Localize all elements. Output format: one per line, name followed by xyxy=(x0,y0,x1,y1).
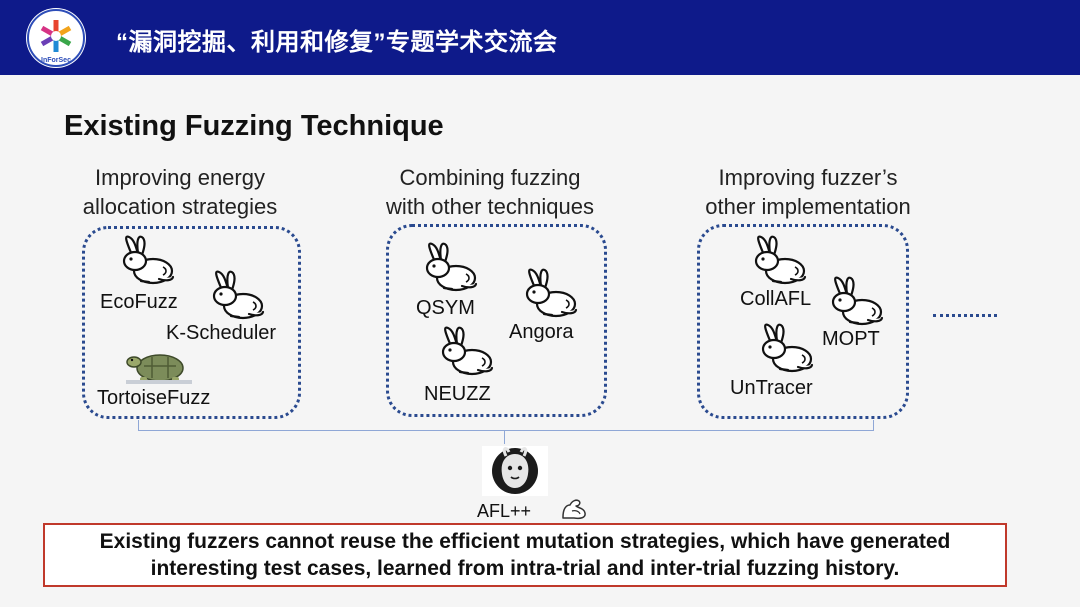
group-box-implementation xyxy=(697,224,909,419)
rabbit-icon xyxy=(756,323,816,375)
more-ellipsis xyxy=(933,314,997,317)
header-bar: InForSec “漏洞挖掘、利用和修复”专题学术交流会 xyxy=(0,0,1080,75)
rabbit-icon xyxy=(207,270,267,322)
technique-collafl: CollAFL xyxy=(740,288,812,310)
slide-title: Existing Fuzzing Technique xyxy=(64,110,444,142)
technique-ecofuzz: EcoFuzz xyxy=(100,291,178,313)
technique-mopt: MOPT xyxy=(822,328,880,350)
group-box-energy xyxy=(82,226,301,419)
rabbit-icon xyxy=(117,235,177,287)
conclusion-callout: Existing fuzzers cannot reuse the effici… xyxy=(43,523,1007,587)
technique-qsym: QSYM xyxy=(416,297,475,319)
rabbit-icon xyxy=(436,326,496,378)
rabbit-icon xyxy=(826,276,886,328)
technique-k-scheduler: K-Scheduler xyxy=(166,322,277,344)
group-heading-implementation: Improving fuzzer’s other implementation xyxy=(676,163,940,221)
logo-text: InForSec xyxy=(41,57,71,64)
group-heading-combining: Combining fuzzing with other techniques xyxy=(360,163,620,221)
afl-rabbit-logo xyxy=(482,446,548,496)
group-heading-energy: Improving energy allocation strategies xyxy=(60,163,300,221)
heading-line: other implementation xyxy=(705,194,911,219)
turtle-icon xyxy=(126,354,192,384)
rabbit-icon xyxy=(420,242,480,294)
flexed-arm-icon xyxy=(562,499,586,520)
header-title: “漏洞挖掘、利用和修复”专题学术交流会 xyxy=(116,29,558,56)
heading-line: Improving fuzzer’s xyxy=(718,165,898,190)
heading-line: Improving energy xyxy=(95,165,265,190)
bracket-stem xyxy=(504,430,505,444)
heading-line: allocation strategies xyxy=(82,194,278,219)
group-box-combining xyxy=(386,224,607,417)
afl-plusplus-label: AFL++ xyxy=(477,501,532,521)
rabbit-icon xyxy=(520,268,580,320)
grouping-bracket xyxy=(138,420,874,431)
callout-line-2: interesting test cases, learned from int… xyxy=(150,557,900,580)
heading-line: Combining fuzzing xyxy=(399,165,581,190)
rabbit-icon xyxy=(749,235,809,287)
technique-angora: Angora xyxy=(509,321,574,343)
heading-line: with other techniques xyxy=(386,194,594,219)
technique-tortoisefuzz: TortoiseFuzz xyxy=(97,387,211,409)
technique-neuzz: NEUZZ xyxy=(424,383,491,405)
callout-line-1: Existing fuzzers cannot reuse the effici… xyxy=(99,530,951,553)
technique-untracer: UnTracer xyxy=(730,377,813,399)
inforsec-logo: InForSec xyxy=(26,8,86,68)
